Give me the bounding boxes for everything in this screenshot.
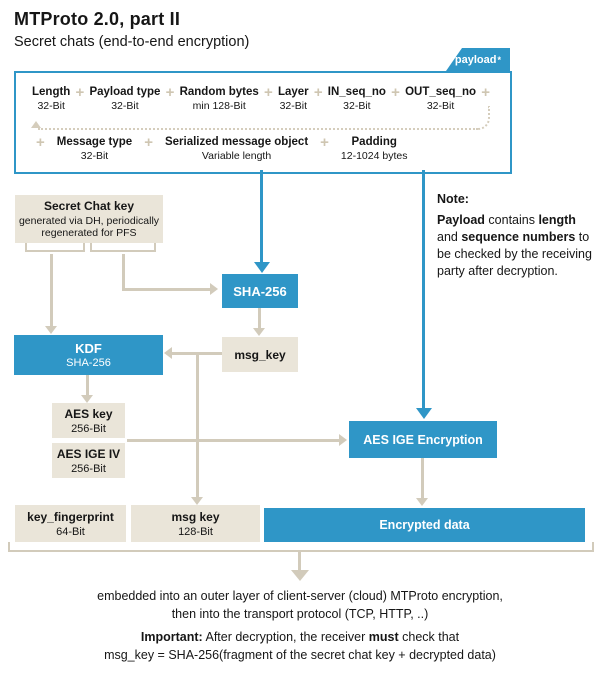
payload-tab-label: payload xyxy=(454,53,497,66)
connector-payload-to-aesige xyxy=(422,170,425,408)
arrow-into-msgkey-out-icon xyxy=(191,497,203,505)
page-title: MTProto 2.0, part II xyxy=(14,9,181,29)
important-text: Important: After decryption, the receive… xyxy=(104,630,496,662)
plus-icon: + xyxy=(36,134,45,151)
plus-icon: + xyxy=(481,84,490,101)
payload-tab-asterisk: * xyxy=(497,54,501,65)
arrow-into-kdf-top-icon xyxy=(45,326,57,334)
connector-aeskeys-to-aesige xyxy=(127,439,341,442)
note-heading: Note: xyxy=(437,192,469,206)
plus-icon: + xyxy=(264,84,273,101)
key-fingerprint-box: key_fingerprint 64-Bit xyxy=(15,505,126,542)
arrow-into-sha-icon xyxy=(254,262,270,273)
secret-chat-key-desc: generated via DH, periodically regenerat… xyxy=(18,215,160,239)
secret-chat-key-box: Secret Chat key generated via DH, period… xyxy=(15,195,163,243)
arrow-into-aesige-left-icon xyxy=(339,434,347,446)
kdf-box: KDF SHA-256 xyxy=(14,335,163,375)
arrow-into-msgkey-icon xyxy=(253,328,265,336)
encrypted-data-box: Encrypted data xyxy=(264,508,585,542)
connector-key-to-sha-h xyxy=(122,288,210,291)
plus-icon: + xyxy=(320,134,329,151)
payload-frame xyxy=(14,71,512,174)
arrow-into-kdf-right-icon xyxy=(164,347,172,359)
note-paragraph: Payload contains length and sequence num… xyxy=(437,213,592,278)
plus-icon: + xyxy=(144,134,153,151)
connector-sha-to-msgkey xyxy=(258,308,261,328)
connector-payload-to-sha xyxy=(260,170,263,262)
arrow-into-encrypted-icon xyxy=(416,498,428,506)
plus-icon: + xyxy=(391,84,400,101)
embed-text: embedded into an outer layer of client-s… xyxy=(97,589,503,621)
connector-bracket-down xyxy=(298,550,301,570)
connector-aesige-to-encrypted xyxy=(421,458,424,498)
msg-key-box: msg_key xyxy=(222,337,298,372)
connector-key-to-sha-v xyxy=(122,254,125,290)
plus-icon: + xyxy=(165,84,175,101)
arrow-into-sha-left-icon xyxy=(210,283,218,295)
connector-msgkey-down xyxy=(196,352,199,497)
wrap-dotted-line xyxy=(38,128,478,130)
aes-ige-iv-box: AES IGE IV 256-Bit xyxy=(52,443,125,478)
wrap-arrow-icon xyxy=(31,121,41,128)
arrow-into-aeskey-icon xyxy=(81,395,93,403)
arrow-into-aesige-icon xyxy=(416,408,432,419)
connector-kdf-to-aeskey xyxy=(86,375,89,395)
aes-ige-encryption-box: AES IGE Encryption xyxy=(349,421,497,458)
connector-key-to-kdf xyxy=(50,254,53,326)
msg-key-out-box: msg key 128-Bit xyxy=(131,505,260,542)
sha256-box: SHA-256 xyxy=(222,274,298,308)
plus-icon: + xyxy=(313,84,323,101)
payload-tab: payload* xyxy=(446,48,510,71)
note-block: Note: Payload contains length and sequen… xyxy=(437,192,595,280)
page-subtitle: Secret chats (end-to-end encryption) xyxy=(14,34,250,50)
key-split-bracket-left xyxy=(25,243,85,252)
key-split-bracket-right xyxy=(90,243,156,252)
arrow-into-footer-icon xyxy=(291,570,309,581)
plus-icon: + xyxy=(75,84,85,101)
aes-key-box: AES key 256-Bit xyxy=(52,403,125,438)
output-bracket xyxy=(8,542,594,552)
